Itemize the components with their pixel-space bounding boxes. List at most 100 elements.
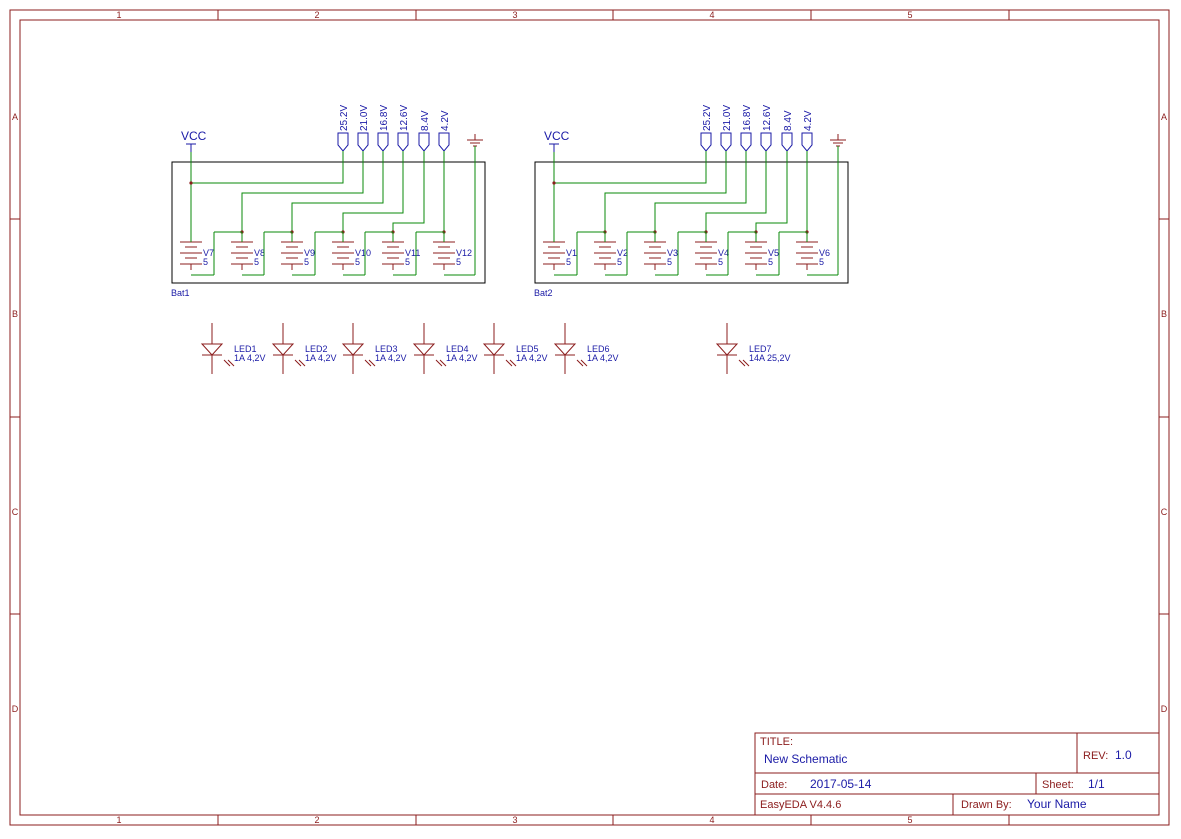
tap-wire — [755, 151, 788, 240]
row-label-c-left: C — [12, 507, 19, 517]
col-label-5-bottom: 5 — [907, 815, 912, 825]
vcc-label: VCC — [181, 129, 207, 143]
col-label-5-top: 5 — [907, 10, 912, 20]
battery-cell: V55 — [745, 231, 807, 276]
col-label-2-top: 2 — [314, 10, 319, 20]
rev-value: 1.0 — [1115, 748, 1132, 762]
pack-label: Bat2 — [534, 288, 553, 298]
vcc-label: VCC — [544, 129, 570, 143]
led-emission-arrows — [738, 359, 750, 367]
port-flag — [740, 132, 752, 152]
led-emission-arrows — [364, 359, 376, 367]
port-label: 4.2V — [440, 110, 451, 131]
tap-wire — [191, 151, 344, 184]
port-flag — [700, 132, 712, 152]
battery-cell: V35 — [644, 231, 706, 276]
led-name: LED7 — [749, 344, 772, 354]
battery-cell: V45 — [695, 231, 756, 276]
cell-name: V4 — [718, 248, 729, 258]
title-label: TITLE: — [760, 736, 793, 748]
led-value: 1A 4,2V — [446, 353, 478, 363]
cell-name: V10 — [355, 248, 371, 258]
cell-value: 5 — [718, 257, 723, 267]
led-triangle — [412, 343, 436, 356]
tap-wire — [654, 151, 747, 240]
led-value: 1A 4,2V — [516, 353, 548, 363]
col-label-1-top: 1 — [116, 10, 121, 20]
battery-cell: V85 — [231, 231, 292, 276]
date-value: 2017-05-14 — [810, 777, 872, 791]
title-block: TITLE: New Schematic REV: 1.0 Date: 2017… — [754, 732, 1160, 816]
battery-cell: V15 — [543, 231, 605, 276]
title-value: New Schematic — [764, 752, 847, 766]
led-emission-arrows — [435, 359, 447, 367]
port-flag — [781, 132, 793, 152]
port-flag — [357, 132, 369, 152]
col-label-4-bottom: 4 — [709, 815, 714, 825]
tap-wire — [705, 151, 767, 240]
col-label-3-bottom: 3 — [512, 815, 517, 825]
led-value: 1A 4,2V — [587, 353, 619, 363]
port-label: 8.4V — [420, 110, 431, 131]
led-name: LED2 — [305, 344, 328, 354]
led-emission-arrows — [223, 359, 235, 367]
tap-wire — [392, 151, 425, 240]
port-label: 16.8V — [742, 105, 753, 131]
battery-cell: V95 — [281, 231, 343, 276]
port-label: 16.8V — [379, 105, 390, 131]
cell-value: 5 — [405, 257, 410, 267]
pack-outline — [171, 161, 486, 284]
pack-outline — [534, 161, 849, 284]
cell-value: 5 — [667, 257, 672, 267]
port-label: 25.2V — [339, 105, 350, 131]
tap-wire — [604, 151, 727, 240]
cell-name: V8 — [254, 248, 265, 258]
cell-value: 5 — [254, 257, 259, 267]
led-triangle — [341, 343, 365, 356]
led-value: 1A 4,2V — [305, 353, 337, 363]
battery-cell: V65 — [796, 232, 830, 270]
tap-wire — [241, 151, 364, 240]
cell-name: V7 — [203, 248, 214, 258]
led-name: LED5 — [516, 344, 539, 354]
cell-value: 5 — [768, 257, 773, 267]
led-name: LED4 — [446, 344, 469, 354]
col-label-2-bottom: 2 — [314, 815, 319, 825]
row-label-d-left: D — [12, 704, 19, 714]
row-dividers — [10, 218, 1169, 615]
cell-value: 5 — [819, 257, 824, 267]
cell-name: V5 — [768, 248, 779, 258]
col-label-4-top: 4 — [709, 10, 714, 20]
port-flag — [397, 132, 409, 152]
led-name: LED1 — [234, 344, 257, 354]
port-flag — [801, 132, 813, 152]
led-name: LED6 — [587, 344, 610, 354]
cell-name: V6 — [819, 248, 830, 258]
date-label: Date: — [761, 779, 787, 791]
port-flag — [438, 132, 450, 152]
cell-name: V11 — [405, 248, 420, 258]
port-flag — [377, 132, 389, 152]
battery-cell: V75 — [180, 231, 242, 276]
row-label-a-right: A — [1161, 112, 1167, 122]
cell-value: 5 — [355, 257, 360, 267]
cell-value: 5 — [203, 257, 208, 267]
led-emission-arrows — [576, 359, 588, 367]
drawn-by-label: Drawn By: — [961, 799, 1012, 811]
led-emission-arrows — [294, 359, 306, 367]
port-label: 12.6V — [399, 105, 410, 131]
led-value: 1A 4,2V — [234, 353, 266, 363]
port-flag — [760, 132, 772, 152]
port-label: 12.6V — [762, 105, 773, 131]
led-triangle — [553, 343, 577, 356]
port-flag — [720, 132, 732, 152]
column-dividers — [217, 10, 1010, 825]
